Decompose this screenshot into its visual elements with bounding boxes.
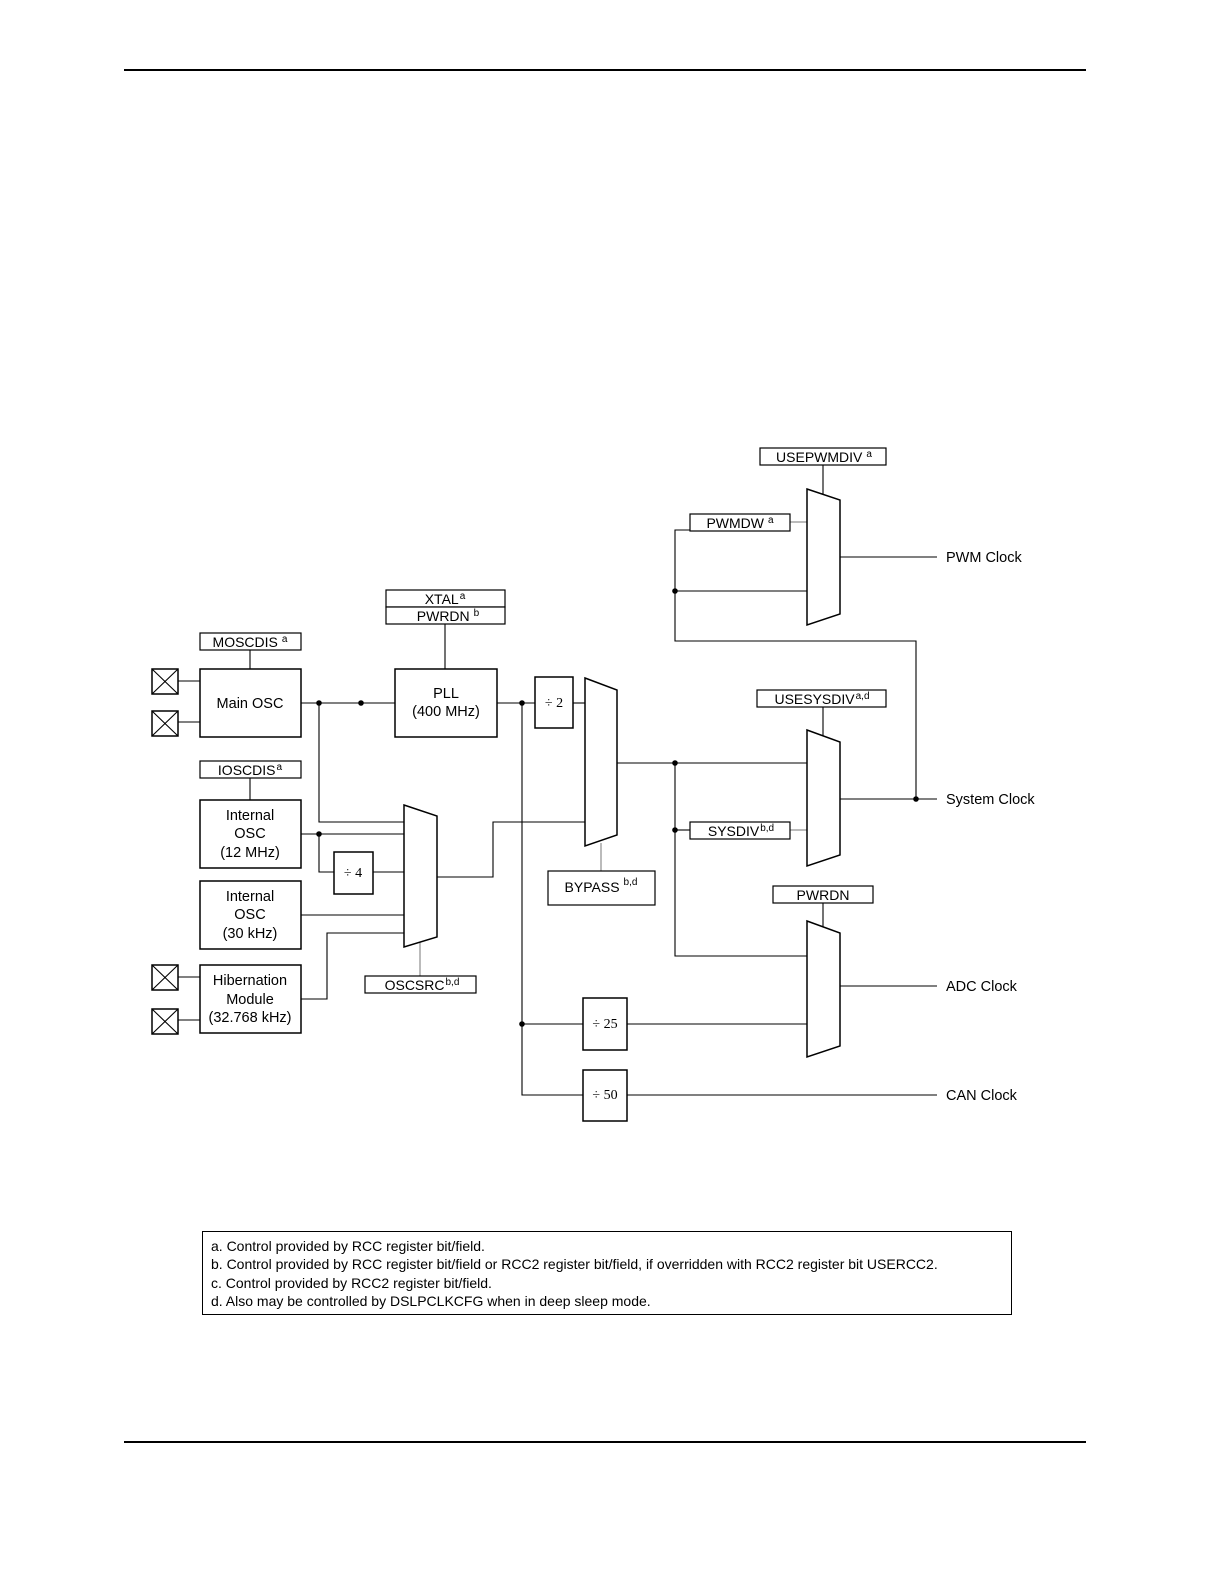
internal-osc-12mhz-block: Internal OSC (12 MHz) (199, 799, 302, 869)
svg-text:Main OSC: Main OSC (217, 696, 284, 712)
svg-text:÷ 4: ÷ 4 (344, 866, 362, 881)
svg-text:OSCSRCb,d: OSCSRCb,d (385, 977, 460, 993)
usesysdiv-control-label: USESYSDIVa,d (756, 689, 887, 708)
svg-text:(12 MHz): (12 MHz) (220, 845, 280, 861)
system-clock-label: System Clock (946, 792, 1035, 808)
svg-text:Internal: Internal (226, 889, 274, 905)
hibernation-module-block: Hibernation Module (32.768 kHz) (199, 964, 302, 1034)
adc-clock-label: ADC Clock (946, 979, 1018, 995)
footnote-d: d. Also may be controlled by DSLPCLKCFG … (211, 1292, 651, 1309)
svg-text:Module: Module (226, 992, 274, 1008)
divide-by-4-block: ÷ 4 (333, 851, 374, 895)
pwm-clock-label: PWM Clock (946, 550, 1022, 566)
svg-text:OSC: OSC (234, 826, 265, 842)
xtal-control-label: XTALa (385, 589, 506, 608)
crystal-pin-hib-2 (151, 1008, 179, 1035)
divide-by-2-block: ÷ 2 (534, 676, 574, 729)
svg-text:÷ 50: ÷ 50 (592, 1088, 617, 1103)
header-rule (124, 69, 1086, 71)
internal-osc-30khz-block: Internal OSC (30 kHz) (199, 880, 302, 950)
oscsrc-mux (403, 803, 438, 949)
svg-text:(400 MHz): (400 MHz) (412, 704, 480, 720)
footnote-a: a. Control provided by RCC register bit/… (211, 1238, 485, 1254)
footnotes-box: a. Control provided by RCC register bit/… (202, 1231, 1012, 1315)
footnote-b: b. Control provided by RCC register bit/… (211, 1256, 938, 1273)
svg-text:SYSDIVb,d: SYSDIVb,d (708, 823, 774, 839)
can-clock-label: CAN Clock (946, 1088, 1018, 1104)
svg-text:OSC: OSC (234, 907, 265, 923)
svg-text:PLL: PLL (433, 686, 459, 702)
pwrdn-adc-control-label: PWRDN (772, 885, 874, 904)
ioscdis-control-label: IOSCDISa (199, 760, 302, 779)
sysdiv-control-label: SYSDIVb,d (689, 821, 791, 840)
junction-dots (316, 588, 919, 1027)
footnote-c: c. Control provided by RCC2 register bit… (211, 1274, 492, 1291)
crystal-pin-hib-1 (151, 964, 179, 991)
crystal-pin-main-2 (151, 710, 179, 737)
svg-text:PWRDN: PWRDN (797, 887, 850, 903)
adc-clock-mux (806, 919, 841, 1059)
svg-text:(32.768 kHz): (32.768 kHz) (208, 1010, 291, 1026)
svg-text:Hibernation: Hibernation (213, 973, 287, 989)
svg-text:÷ 25: ÷ 25 (592, 1017, 617, 1032)
divide-by-50-block: ÷ 50 (582, 1069, 628, 1122)
oscsrc-control-label: OSCSRCb,d (364, 975, 477, 994)
svg-text:(30 kHz): (30 kHz) (223, 926, 278, 942)
divide-by-25-block: ÷ 25 (582, 997, 628, 1051)
svg-text:USESYSDIVa,d: USESYSDIVa,d (774, 691, 869, 707)
svg-text:Internal: Internal (226, 808, 274, 824)
crystal-pin-main-1 (151, 668, 179, 695)
pwm-mux (806, 487, 841, 627)
footer-rule (124, 1441, 1086, 1443)
wires (178, 465, 937, 1096)
pll-block: PLL (400 MHz) (394, 668, 498, 738)
system-clock-mux (806, 728, 841, 868)
svg-text:÷ 2: ÷ 2 (545, 696, 563, 711)
svg-text:IOSCDISa: IOSCDISa (218, 762, 283, 778)
svg-text:XTALa: XTALa (425, 591, 466, 607)
main-osc-block: Main OSC (199, 668, 302, 738)
bypass-mux (584, 676, 618, 848)
